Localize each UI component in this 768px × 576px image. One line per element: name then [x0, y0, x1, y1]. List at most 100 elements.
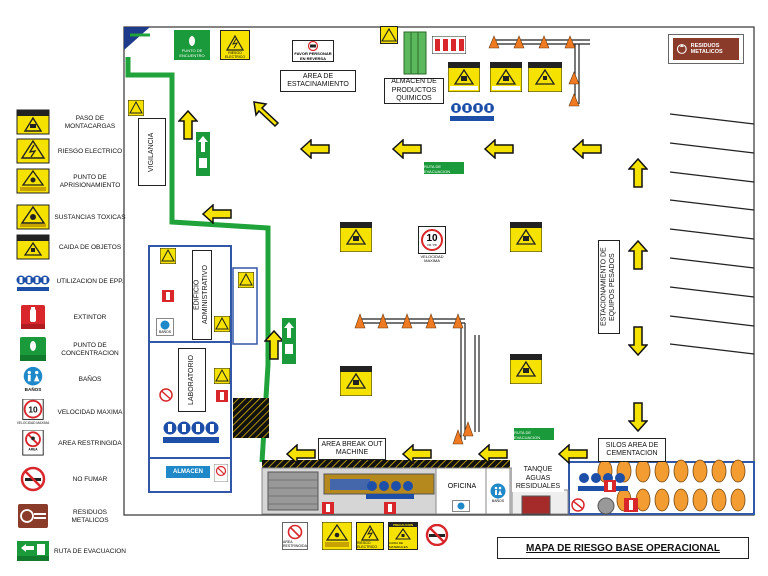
restroom-icon: BAÑOS	[23, 366, 43, 392]
assembly-point-icon	[189, 36, 195, 46]
legend-item-falling: CAIDA DE OBJETOS	[8, 232, 126, 264]
legend-item-restroom: BAÑOS BAÑOS	[8, 364, 126, 396]
svg-text:VELOCIDAD MAXIMA: VELOCIDAD MAXIMA	[17, 421, 50, 425]
forklift-warning-icon	[448, 62, 480, 92]
legend-item-ppe: UTILIZACION DE EPP.	[8, 266, 126, 298]
arrow-left-icon	[572, 139, 602, 159]
forklift-warning-icon	[510, 354, 542, 384]
svg-text:AREA: AREA	[28, 447, 38, 451]
legend-label: NO FUMAR	[72, 476, 108, 484]
arrow-down-icon	[628, 402, 648, 432]
electric-risk-icon	[361, 525, 379, 541]
fire-extinguisher-icon	[216, 390, 228, 402]
electric-risk-icon	[16, 138, 50, 164]
recycle-icon	[676, 44, 687, 54]
warning-icon	[128, 100, 144, 116]
arrow-left-icon	[202, 204, 232, 224]
fire-extinguisher-icon	[604, 480, 616, 492]
cone-barrier-middle	[360, 318, 480, 440]
arrow-up-icon	[178, 110, 198, 140]
no-smoking-icon	[425, 524, 449, 546]
cones-middle	[354, 313, 474, 445]
sign-text: BAÑOS	[491, 499, 505, 503]
corner-mark	[124, 27, 150, 50]
area-tank: TANQUE AGUAS RESIDUALES	[512, 466, 564, 492]
evacuation-route-icon	[17, 541, 49, 561]
legend-item-electric: RIESGO ELECTRICO	[8, 136, 126, 168]
tank	[521, 495, 551, 515]
forklift-warning-icon	[490, 62, 522, 92]
arrow-left-icon	[300, 139, 330, 159]
arrow-up-icon	[264, 330, 284, 360]
legend-label: RESIDUOS METALICOS	[71, 509, 109, 524]
electric-risk-sign: RIESGO ELECTRICO	[356, 522, 384, 550]
speed-unit: KM / HR	[427, 243, 437, 247]
legend-label: PUNTO DE APRISIONAMIENTO	[59, 174, 121, 189]
legend-item-assembly: PUNTO DE CONCENTRACION	[8, 334, 126, 366]
legend-item-no-smoking: NO FUMAR	[8, 464, 126, 496]
no-smoking-icon	[571, 498, 585, 512]
legend-item-restricted: AREA AREA RESTRINGIDA	[8, 428, 126, 460]
arrow-left-icon	[484, 139, 514, 159]
area-chemicals: ALMACEN DE PRODUCTOS QUIMICOS	[384, 78, 444, 104]
fire-extinguisher-icon	[21, 305, 45, 329]
falling-objects-sign: PRECAUCION CAIDA DE MATERIALES	[388, 522, 418, 550]
warning-icon	[238, 272, 254, 288]
arrow-diagonal-icon	[253, 101, 280, 128]
sign-text: RUTA DE EVACUACION	[514, 430, 541, 440]
warning-icon	[381, 27, 397, 42]
legend-item-extinguisher: EXTINTOR	[8, 302, 126, 334]
fire-extinguisher-icon	[384, 502, 396, 514]
legend-label: CAIDA DE OBJETOS	[58, 244, 122, 252]
ppe-icon	[366, 481, 414, 499]
evacuation-route-vertical-sign	[196, 132, 210, 176]
falling-objects-icon	[528, 62, 562, 92]
sign-text: PUNTO DE ENCUENTRO	[179, 48, 205, 58]
electric-risk-sign: RIESGO ELECTRICO	[220, 30, 250, 60]
arrow-left-icon	[286, 444, 316, 464]
sign-text: RIESGO ELECTRICO	[224, 51, 246, 59]
legend-item-evacuation: RUTA DE EVACUACION	[8, 536, 126, 568]
warning-sign	[380, 26, 398, 44]
toxic-substances-icon	[16, 204, 50, 230]
legend-label: AREA RESTRINGIDA	[58, 440, 122, 448]
entrapment-warning-icon	[322, 522, 352, 550]
sign-text: RIESGO ELECTRICO	[357, 541, 378, 549]
forklift-reverse-icon	[307, 41, 319, 51]
svg-text:10: 10	[28, 404, 38, 414]
legend-label: SUSTANCIAS TOXICAS	[54, 214, 126, 222]
restricted-area-sign: AREA RESTRINGIDA	[282, 522, 308, 550]
ppe-icon	[163, 421, 219, 443]
map-title: MAPA DE RIESGO BASE OPERACIONAL	[497, 537, 749, 559]
heavy-parking-stripes	[669, 113, 755, 355]
metal-waste-icon	[18, 504, 48, 528]
evacuation-route-sign: RUTA DE EVACUACION	[514, 428, 554, 440]
building-outline	[148, 245, 232, 493]
arrow-up-icon	[628, 158, 648, 188]
forklift-warning-icon	[340, 222, 372, 252]
restroom-sign: BAÑOS	[488, 476, 508, 510]
legend-label: UTILIZACION DE EPP.	[56, 278, 124, 286]
forklift-warning-icon	[340, 366, 372, 396]
sign-text: RUTA DE EVACUACION	[424, 164, 451, 174]
legend-label: PASO DE MONTACARGAS	[64, 115, 116, 130]
legend-label: RUTA DE EVACUACION	[54, 548, 126, 556]
restroom-sign: BAÑOS	[156, 318, 174, 336]
warning-icon	[160, 248, 176, 264]
electric-risk-icon	[226, 35, 244, 51]
entrapment-warning-icon	[16, 168, 50, 194]
area-lab: LABORATORIO	[178, 348, 206, 412]
sign-text: FAVOR PERSONAR EN REVERSA	[294, 51, 332, 61]
ppe-icon	[578, 473, 628, 491]
legend-label: PUNTO DE CONCENTRACION	[61, 342, 119, 357]
assembly-point-sign: PUNTO DE ENCUENTRO	[174, 30, 210, 60]
chemical-shelves	[403, 31, 427, 75]
sign-text: RESIDUOS METALICOS	[690, 42, 723, 55]
forklift-warning-icon	[16, 109, 50, 135]
area-admin: EDIFICIO ADMINISTRATIVO	[192, 250, 212, 340]
fire-extinguisher-icon	[322, 502, 334, 514]
cones-top	[488, 35, 580, 107]
area-parking: AREA DE ESTACINAMIENTO	[280, 70, 356, 92]
